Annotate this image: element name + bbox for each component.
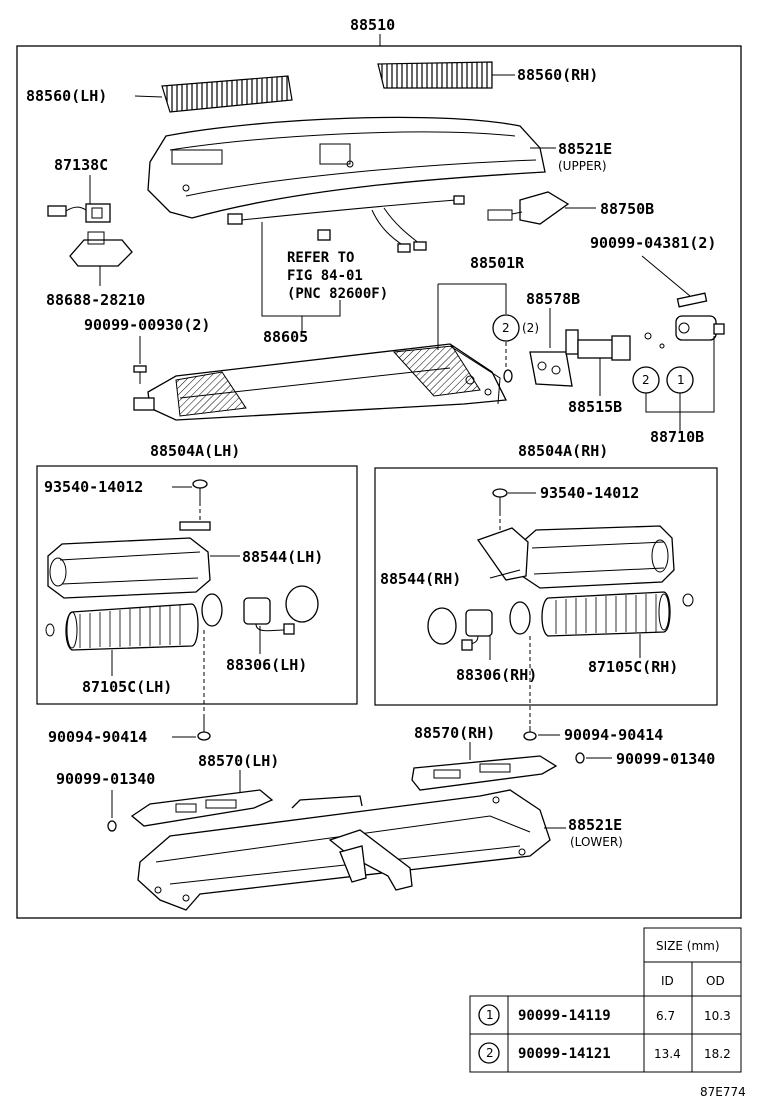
- size-row1-part: 90099-14119: [518, 1008, 611, 1024]
- label-evaporator: 88501R: [470, 254, 525, 272]
- label-screw-lh: 93540-14012: [44, 478, 143, 496]
- label-amplifier: 88750B: [600, 200, 654, 218]
- valve-set-part: [644, 315, 725, 349]
- label-cover-lh: 88570(LH): [198, 752, 279, 770]
- label-nut-rh: 90099-01340: [616, 750, 715, 768]
- ref-circle-2a: [492, 314, 520, 342]
- bolt-lh-part: [197, 718, 211, 741]
- screw-rh-part: [492, 488, 508, 512]
- label-screw-rh: 93540-14012: [540, 484, 639, 502]
- bracket-part: [69, 231, 133, 286]
- bolt-rh-part: [523, 726, 537, 741]
- diagram-code: 87E774: [700, 1085, 746, 1099]
- screw-lh-part: [192, 479, 208, 502]
- amplifier-part: [487, 191, 596, 225]
- label-case-upper: 88521E: [558, 140, 612, 158]
- size-row1-od: 10.3: [704, 1009, 731, 1023]
- label-case-lower: 88521E: [568, 816, 622, 834]
- size-row1-ref: 1: [486, 1008, 494, 1022]
- leader-wire-harness: [261, 222, 341, 332]
- label-blower-rh: 88504A(RH): [518, 442, 608, 460]
- vent-lh-part: [134, 75, 293, 113]
- label-housing-lh: 88544(LH): [242, 548, 323, 566]
- label-plate: 88578B: [526, 290, 580, 308]
- label-bolt-rh: 90094-90414: [564, 726, 663, 744]
- wire-harness-part: [227, 195, 465, 253]
- label-valve: 88515B: [568, 398, 622, 416]
- screw-top-part: [676, 292, 708, 308]
- label-refer-2: FIG 84-01: [287, 268, 363, 284]
- valve-part: [565, 329, 631, 396]
- size-row2-ref: 2: [486, 1046, 494, 1060]
- label-screw-top: 90099-04381(2): [590, 234, 716, 252]
- label-vent-lh: 88560(LH): [26, 87, 107, 105]
- size-table-col-id: ID: [661, 974, 674, 988]
- label-refer-1: REFER TO: [287, 250, 354, 266]
- motor-rh-part: [427, 601, 531, 660]
- plate-part: [529, 351, 573, 387]
- label-bolt-lh: 90094-90414: [48, 728, 147, 746]
- label-motor-rh: 88306(RH): [456, 666, 537, 684]
- label-case-lower-note: (LOWER): [570, 835, 623, 849]
- leader-housing-rh: [489, 569, 521, 579]
- label-motor-lh: 88306(LH): [226, 656, 307, 674]
- housing-rh-part: [476, 525, 675, 589]
- blower-rh-box: [374, 467, 718, 706]
- label-wire-harness: 88605: [263, 328, 308, 346]
- leader-valve-set: [645, 336, 715, 432]
- label-nut-lh: 90099-01340: [56, 770, 155, 788]
- fan-rh-part: [541, 591, 694, 637]
- leader-evaporator: [437, 283, 507, 350]
- label-vent-rh: 88560(RH): [517, 66, 598, 84]
- size-table-col-od: OD: [706, 974, 725, 988]
- cover-lh-part: [130, 789, 274, 827]
- label-main-assembly: 88510: [350, 16, 395, 34]
- motor-lh-part: [201, 585, 319, 654]
- label-cover-rh: 88570(RH): [414, 724, 495, 742]
- ref-1-text: 1: [677, 373, 685, 387]
- leader-screw-top: [641, 255, 691, 297]
- cover-rh-part: [411, 755, 558, 791]
- label-refer-3: (PNC 82600F): [287, 286, 388, 302]
- label-valve-set: 88710B: [650, 428, 704, 446]
- vent-rh-part: [377, 61, 515, 89]
- size-row2-id: 13.4: [654, 1047, 681, 1061]
- case-lower-part: [137, 789, 551, 911]
- size-row2-part: 90099-14121: [518, 1046, 611, 1062]
- size-table-title: SIZE (mm): [656, 939, 720, 953]
- label-blower-lh: 88504A(LH): [150, 442, 240, 460]
- evaporator-part: [133, 343, 508, 421]
- case-upper-part: [147, 116, 556, 219]
- blower-lh-box: [36, 465, 358, 705]
- label-housing-rh: 88544(RH): [380, 570, 461, 588]
- label-sensor: 87138C: [54, 156, 108, 174]
- fan-lh-part: [45, 603, 199, 651]
- size-table: [469, 927, 742, 1073]
- o-ring-part: [503, 369, 513, 383]
- label-fan-rh: 87105C(RH): [588, 658, 678, 676]
- ref-2b-text: 2: [642, 373, 650, 387]
- housing-lh-part: [47, 521, 211, 599]
- label-qty-2: (2): [522, 321, 539, 335]
- ref-2a-text: 2: [502, 321, 510, 335]
- nut-lh-part: [107, 820, 117, 832]
- label-case-upper-note: (UPPER): [558, 159, 607, 173]
- label-bracket: 88688-28210: [46, 291, 145, 309]
- label-fan-lh: 87105C(LH): [82, 678, 172, 696]
- label-screw-left: 90099-00930(2): [84, 316, 210, 334]
- nut-rh-part: [575, 752, 585, 764]
- screw-left-part: [133, 365, 147, 384]
- main-frame: [16, 45, 742, 919]
- size-row1-id: 6.7: [656, 1009, 675, 1023]
- sensor-part: [47, 203, 111, 223]
- size-row2-od: 18.2: [704, 1047, 731, 1061]
